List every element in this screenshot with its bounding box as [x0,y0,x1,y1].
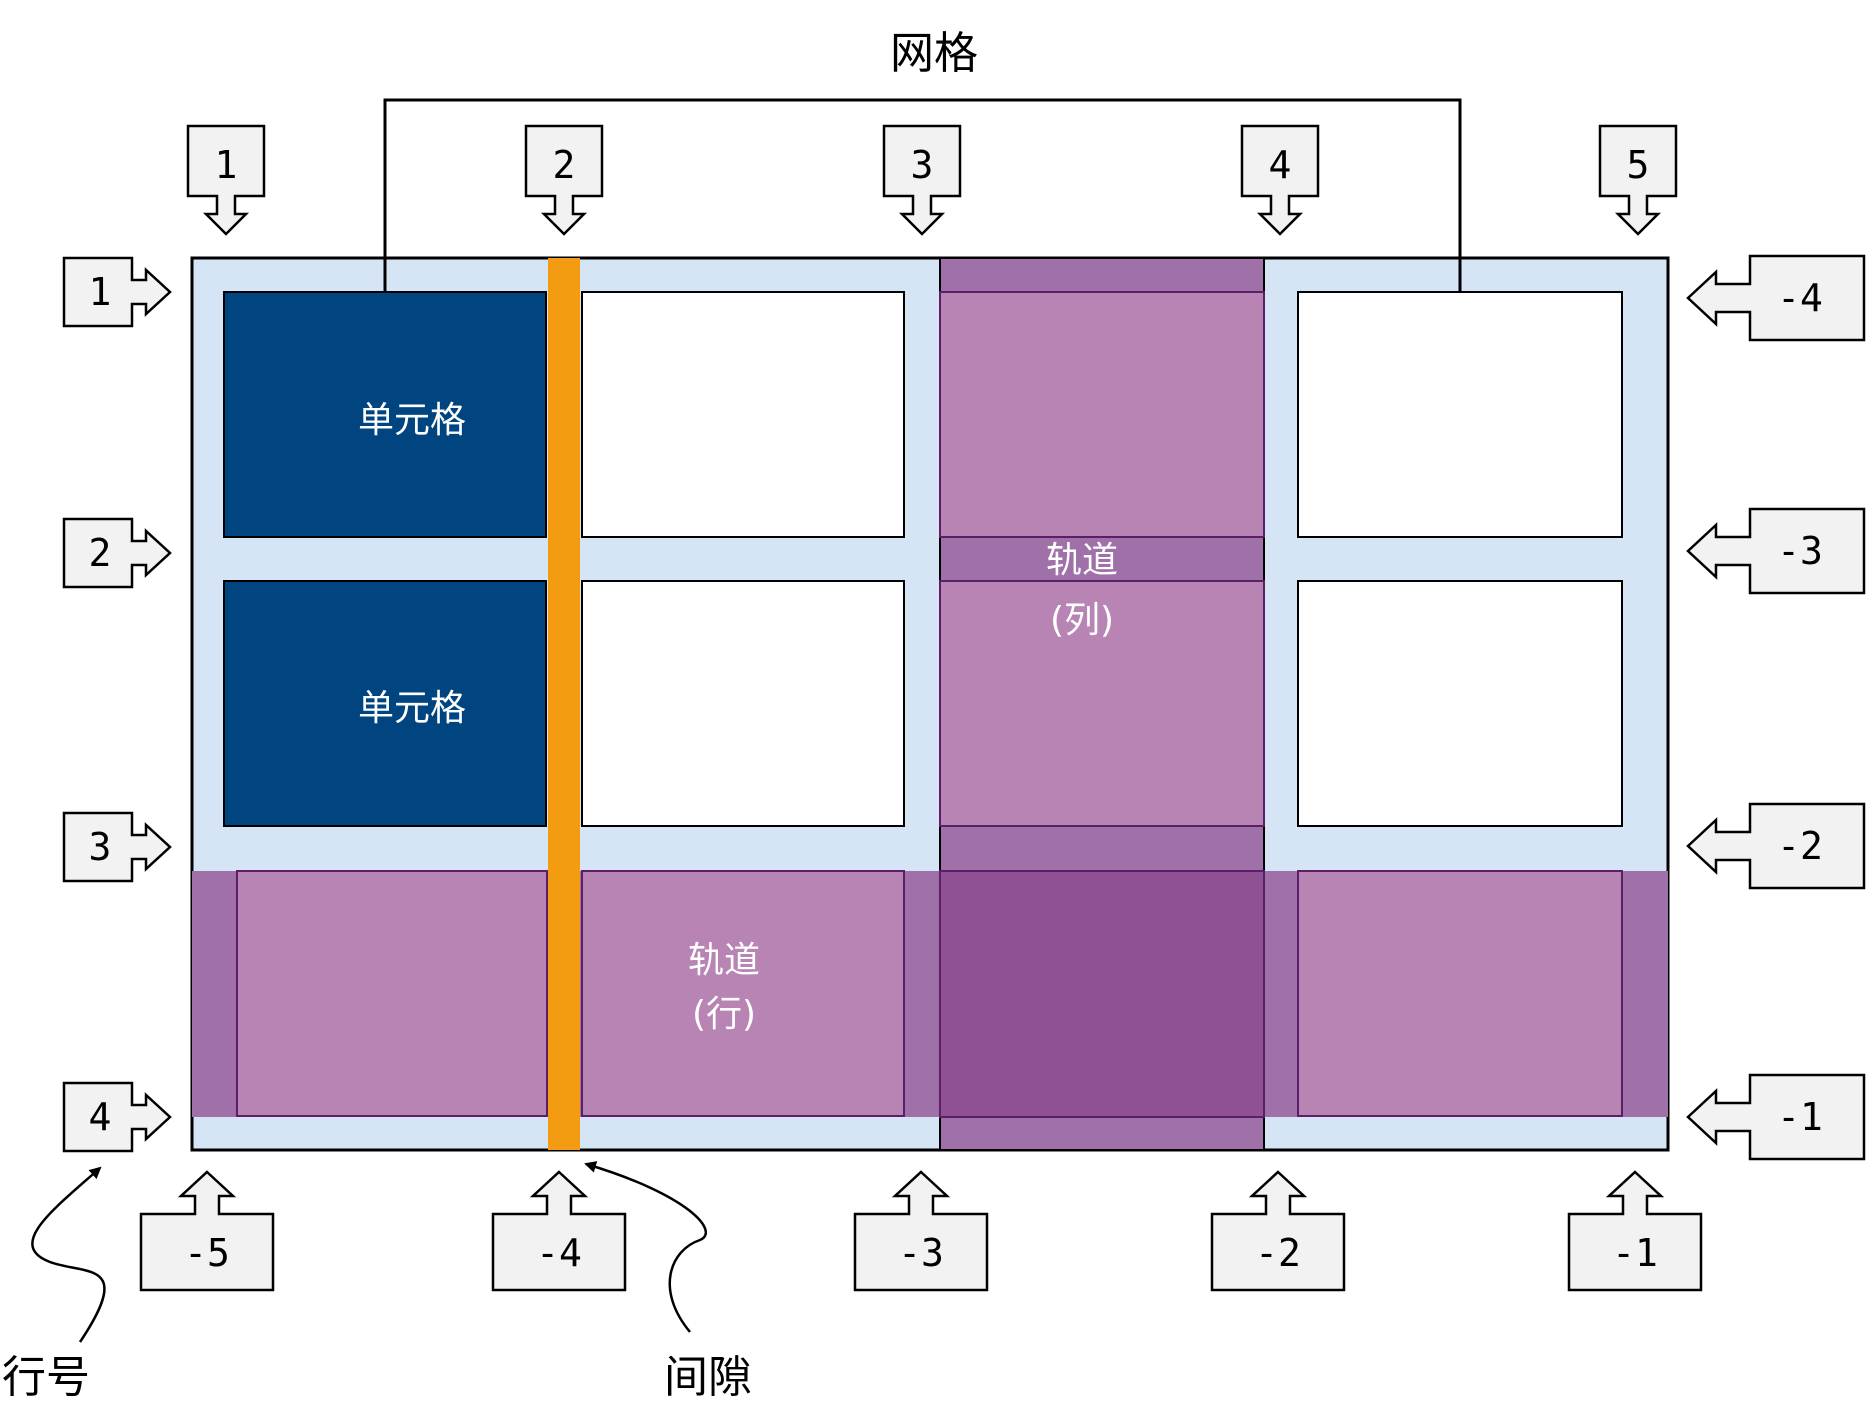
marker-arrow-shape [1598,124,1678,236]
marker-arrow-shape [1686,802,1866,890]
marker-number: 1 [215,143,238,187]
right-row-marker: -4 [1686,254,1866,342]
track-row-label: 轨道 [688,940,760,981]
bottom-column-marker: -4 [491,1170,627,1292]
top-column-marker: 1 [186,124,266,236]
cell-label: 单元格 [358,400,466,441]
marker-arrow-shape [491,1170,627,1292]
grid-cell [1297,291,1623,538]
bottom-column-marker: -5 [139,1170,275,1292]
line-number-callout-arrow [31,1166,106,1343]
marker-number: -2 [1255,1231,1301,1275]
marker-number: 3 [89,825,112,869]
grid-cell-dark [223,291,547,538]
marker-number: 3 [911,143,934,187]
cell-label: 单元格 [358,688,466,729]
marker-arrow-shape [882,124,962,236]
marker-number: -3 [1777,529,1823,573]
right-row-marker: -3 [1686,507,1866,595]
left-row-marker: 3 [62,811,172,883]
grid-bracket [383,98,1462,292]
top-column-marker: 5 [1598,124,1678,236]
line-number-label: 行号 [2,1352,90,1403]
diagram-title: 网格 [890,28,978,79]
marker-arrow-shape [62,1081,172,1153]
marker-arrow-shape [1686,254,1866,342]
marker-arrow-shape [1567,1170,1703,1292]
bottom-column-markers: -5 -4 -3 -2 -1 [139,1170,1703,1292]
marker-arrow-shape [853,1170,989,1292]
left-row-marker: 4 [62,1081,172,1153]
right-row-markers: -4 -3 -2 -1 [1686,254,1866,1161]
marker-number: 2 [553,143,576,187]
grid-cell [581,291,905,538]
marker-arrow-shape [1210,1170,1346,1292]
grid-cell [581,580,905,827]
grid-cell-track [939,580,1265,827]
marker-number: -1 [1612,1231,1658,1275]
top-column-marker: 2 [524,124,604,236]
marker-arrow-shape [62,811,172,883]
marker-arrow-shape [1240,124,1320,236]
marker-number: -4 [1777,276,1823,320]
marker-arrow-shape [62,256,172,328]
marker-number: 4 [1269,143,1292,187]
gap-callout-arrow [584,1161,707,1333]
bottom-column-marker: -1 [1567,1170,1703,1292]
grid-cell-track [581,870,905,1117]
marker-arrow-shape [524,124,604,236]
gap-label: 间隙 [664,1352,752,1403]
track-column-label-sub: (列) [1050,600,1114,641]
left-row-marker: 1 [62,256,172,328]
track-row-label-sub: (行) [692,994,756,1035]
left-row-markers: 1 2 3 4 [62,256,172,1153]
marker-number: -2 [1777,824,1823,868]
marker-arrow-shape [186,124,266,236]
right-row-marker: -1 [1686,1073,1866,1161]
grid-cell-track [939,291,1265,538]
marker-arrow-shape [139,1170,275,1292]
marker-number: -4 [536,1231,582,1275]
marker-arrow-shape [1686,1073,1866,1161]
marker-number: -3 [898,1231,944,1275]
marker-number: -1 [1777,1095,1823,1139]
grid-cell-dark [223,580,547,827]
track-column-label: 轨道 [1046,540,1118,581]
right-row-marker: -2 [1686,802,1866,890]
track-overlap-cell [939,870,1265,1118]
marker-arrow-shape [62,517,172,589]
left-row-marker: 2 [62,517,172,589]
top-column-marker: 4 [1240,124,1320,236]
grid-cell [1297,580,1623,827]
marker-number: -5 [184,1231,230,1275]
grid-gap [548,258,580,1150]
grid-cell-track [236,870,548,1117]
marker-number: 4 [89,1095,112,1139]
marker-number: 1 [89,270,112,314]
bottom-column-marker: -2 [1210,1170,1346,1292]
marker-number: 2 [89,531,112,575]
top-column-marker: 3 [882,124,962,236]
marker-number: 5 [1627,143,1650,187]
top-column-markers: 1 2 3 4 5 [186,124,1678,236]
marker-arrow-shape [1686,507,1866,595]
bottom-column-marker: -3 [853,1170,989,1292]
grid-cell-track [1297,870,1623,1117]
